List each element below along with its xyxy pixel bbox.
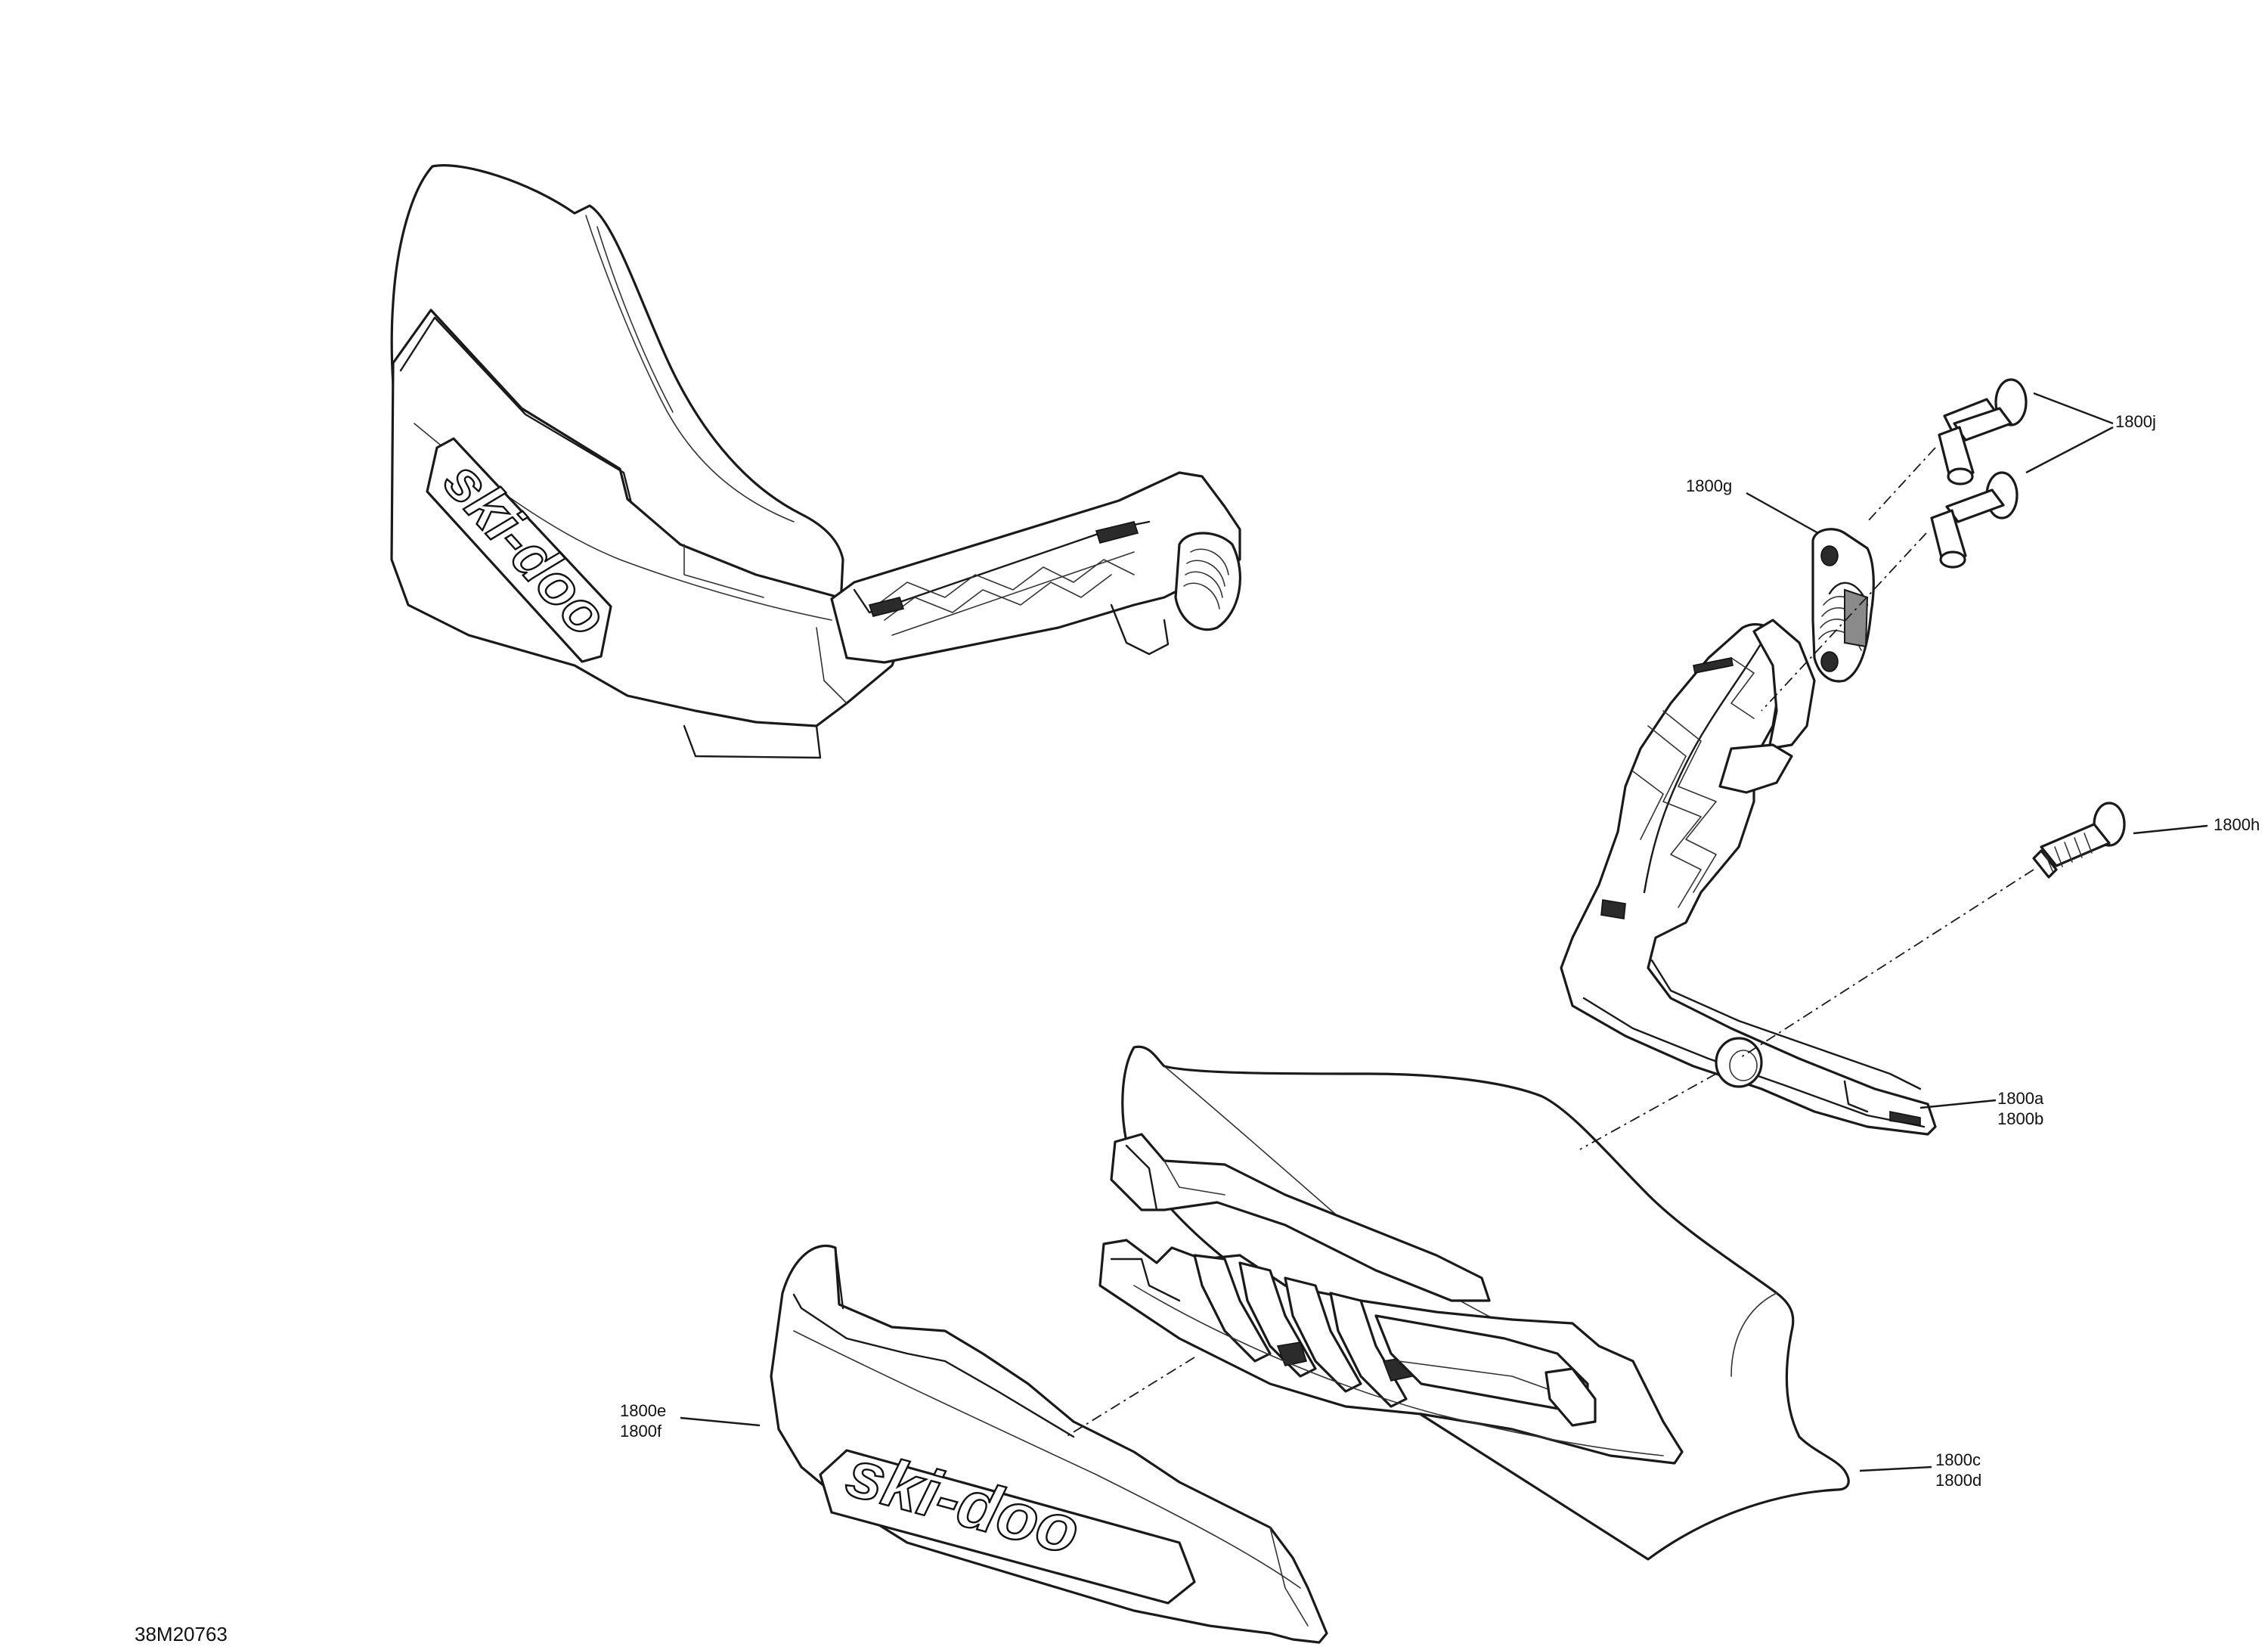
bumper-logo-plate [819, 1449, 1196, 1605]
document-id: 38M20763 [135, 1623, 228, 1645]
bumper-body [770, 1244, 1328, 1644]
bumper-part: ski-doo [770, 1244, 1328, 1644]
assembled-handguard: ski-doo [390, 164, 1241, 759]
callout-1800e: 1800e [620, 1401, 666, 1420]
bolt-upper [1938, 378, 2028, 485]
bracket-lower-tab [1718, 743, 1793, 794]
bracket-upper-boss [1752, 619, 1816, 750]
assembled-clamp [1174, 532, 1241, 631]
assembled-logo-plate [426, 437, 612, 663]
assembly-lines [1065, 447, 2034, 1438]
bolt-lower [1930, 471, 2019, 569]
callout-1800b: 1800b [1997, 1109, 2043, 1128]
callout-1800c: 1800c [1935, 1450, 1981, 1469]
leader-lines [680, 392, 2208, 1472]
deflector-insert [1098, 1133, 1684, 1465]
callout-1800d: 1800d [1935, 1471, 1981, 1490]
bracket-part [1560, 619, 1937, 1136]
callout-1800j: 1800j [2115, 412, 2156, 431]
clamp-cap-part [1811, 528, 1875, 683]
callout-1800g: 1800g [1686, 476, 1732, 495]
assembled-deflector [390, 309, 912, 727]
callout-1800f: 1800f [620, 1422, 662, 1441]
callout-1800a: 1800a [1997, 1089, 2044, 1108]
screw-part [2032, 802, 2126, 879]
bracket-bolt-hole [1715, 1037, 1763, 1088]
callout-labels: 1800j 1800g 1800h 1800a 1800b 1800c 1800… [620, 412, 2260, 1490]
callout-1800h: 1800h [2214, 815, 2260, 834]
